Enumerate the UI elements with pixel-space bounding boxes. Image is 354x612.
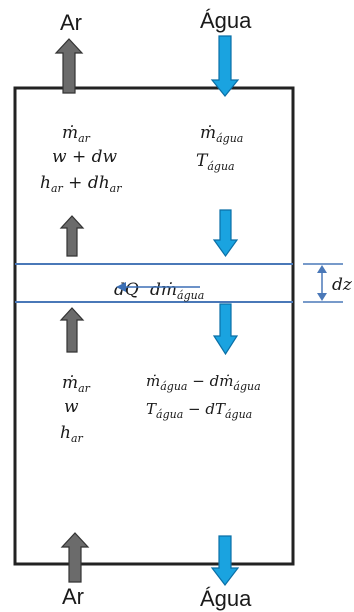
air-outlet-arrow-icon <box>54 38 84 94</box>
svg-text:Tágua − dTágua: Tágua − dTágua <box>146 400 252 421</box>
dz-label: dz <box>332 275 353 295</box>
air-inlet-top-label: Ar <box>60 10 82 35</box>
bottom-right-water-properties: ṁágua − dṁágua Tágua − dTágua <box>146 372 261 421</box>
humidity-in: w <box>64 397 79 417</box>
water-outlet-bottom-label: Água <box>200 586 252 611</box>
air-inlet-bottom-label: Ar <box>62 584 84 609</box>
water-inlet-arrow-icon <box>210 35 240 97</box>
svg-text:har: har <box>60 423 84 445</box>
water-flow-out: ṁ <box>146 372 160 390</box>
water-outlet-arrow-icon <box>210 535 240 586</box>
bottom-left-air-properties: ṁar w har <box>60 373 91 445</box>
enthalpy-out: h <box>40 173 51 193</box>
water-temp-in: T <box>196 151 209 171</box>
humidity-out: w + dw <box>52 147 117 167</box>
heat-flow-left-arrow-icon <box>116 282 200 292</box>
svg-text:ṁágua − dṁágua: ṁágua − dṁágua <box>146 372 261 393</box>
svg-text:ṁar: ṁar <box>62 373 91 395</box>
dz-dimension <box>303 263 343 303</box>
water-internal-arrow-upper-icon <box>212 209 239 258</box>
svg-text:Tágua: Tágua <box>196 151 235 173</box>
water-internal-arrow-lower-icon <box>212 303 239 356</box>
tower-box <box>13 86 295 566</box>
top-right-water-properties: ṁágua Tágua <box>196 123 243 173</box>
water-inlet-top-label: Água <box>200 8 252 33</box>
svg-text:ṁágua: ṁágua <box>200 123 243 145</box>
water-temp-out: T <box>146 400 157 418</box>
air-internal-arrow-lower-icon <box>59 307 85 353</box>
air-internal-arrow-upper-icon <box>59 215 85 257</box>
air-flow-out: ṁ <box>62 123 78 143</box>
svg-text:ṁar: ṁar <box>62 123 91 145</box>
air-inlet-arrow-icon <box>60 532 90 583</box>
enthalpy-in: h <box>60 423 71 443</box>
air-flow-in: ṁ <box>62 373 78 393</box>
svg-text:dṁágua: dṁágua <box>150 280 204 302</box>
water-flow-in: ṁ <box>200 123 216 143</box>
svg-text:har + dhar: har + dhar <box>40 173 122 195</box>
heat-transfer-label: dQ <box>114 280 139 300</box>
evaporation-label: dṁ <box>150 280 177 300</box>
top-left-air-properties: ṁar w + dw har + dhar <box>40 123 122 195</box>
